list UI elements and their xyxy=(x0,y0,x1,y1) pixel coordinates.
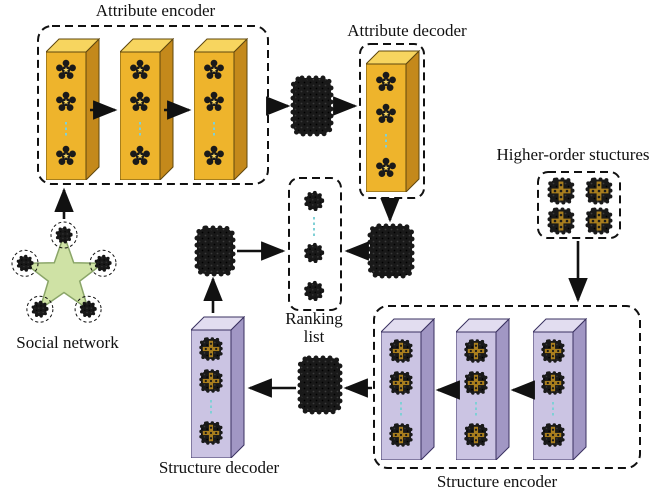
structure-reconstructed-block xyxy=(194,225,236,277)
social-node-2 xyxy=(94,254,112,272)
higher-order-motif-2 xyxy=(585,177,613,205)
reconstructed-attribute-block xyxy=(367,223,415,279)
social-network-label: Social network xyxy=(16,333,119,352)
attribute-decoder-group xyxy=(359,43,425,199)
ranking-node-2 xyxy=(303,242,325,264)
structure-encoder-group xyxy=(373,305,641,469)
structure-decoder-layer xyxy=(191,317,244,458)
attribute-encoder-group xyxy=(37,25,269,185)
structure-encoder-layer-1 xyxy=(381,319,434,460)
social-node-1 xyxy=(55,226,73,244)
higher-order-motif-1 xyxy=(547,177,575,205)
higher-order-motif-4 xyxy=(585,207,613,235)
attribute-encoder-layer-3 xyxy=(194,39,247,180)
attribute-embedding-block xyxy=(290,75,334,137)
social-network-group xyxy=(11,221,117,323)
ranking-list-label: Ranking list xyxy=(285,309,343,346)
structure-decoder-label: Structure decoder xyxy=(158,458,280,477)
ranking-list-group xyxy=(288,177,342,311)
structure-encoder-box xyxy=(373,305,641,469)
higher-order-label: Higher-order stuctures xyxy=(496,145,650,164)
ranking-node-1 xyxy=(303,190,325,212)
attribute-decoder-label: Attribute decoder xyxy=(347,21,467,40)
structure-encoder-label: Structure encoder xyxy=(436,472,558,491)
structure-encoder-layer-3 xyxy=(533,319,586,460)
attribute-decoder-layer xyxy=(366,51,419,192)
structure-encoder-layer-2 xyxy=(456,319,509,460)
social-node-4 xyxy=(31,300,49,318)
social-node-5 xyxy=(16,254,34,272)
ranking-node-3 xyxy=(303,280,325,302)
attribute-encoder-label: Attribute encoder xyxy=(95,1,216,20)
higher-order-box xyxy=(537,171,621,239)
social-network-star xyxy=(22,232,106,312)
social-node-dashed-rings xyxy=(11,221,117,323)
higher-order-motif-3 xyxy=(547,207,575,235)
ranking-list-box xyxy=(288,177,342,311)
higher-order-group xyxy=(537,171,621,239)
structure-embedding-block xyxy=(297,355,343,415)
social-node-3 xyxy=(79,300,97,318)
